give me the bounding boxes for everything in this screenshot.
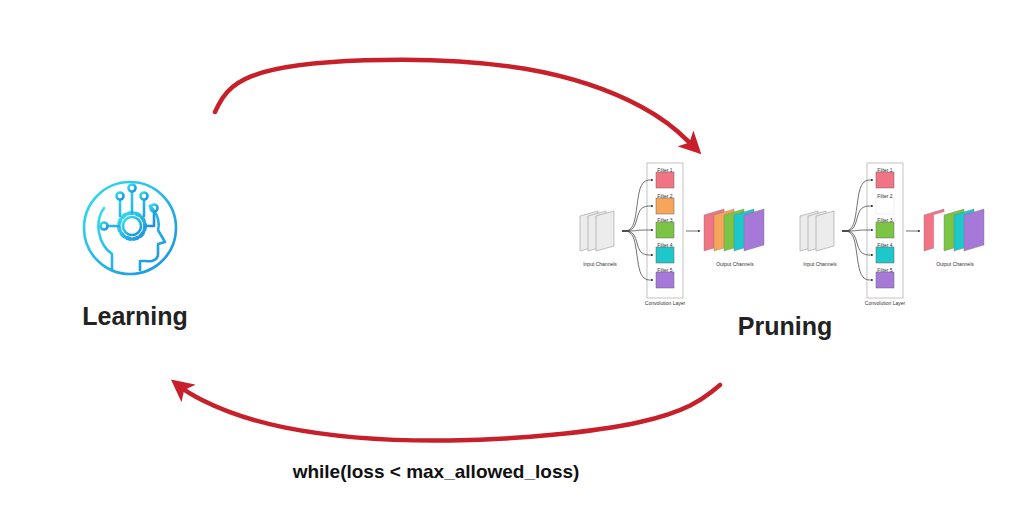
figure-label: Filter 2 [877, 194, 892, 199]
figure-label: Filter 1 [877, 168, 892, 173]
cycle-arrow [215, 60, 695, 148]
figure-label: Output Channels [936, 262, 974, 267]
learning-icon [84, 182, 176, 274]
figure-label: Filter 3 [657, 218, 672, 223]
figure-label: Filter 4 [657, 243, 672, 248]
convolution-layer [580, 163, 764, 298]
figure-label: Convolution Layer [865, 301, 905, 306]
convolution-figure [580, 163, 984, 298]
loop-condition: while(loss < max_allowed_loss) [290, 461, 583, 483]
figure-label: Input Channels [583, 262, 617, 267]
figure-label: Input Channels [803, 262, 837, 267]
cycle-arrow [178, 385, 720, 441]
step-label: Learning [55, 302, 215, 331]
figure-label: Filter 4 [877, 243, 892, 248]
step-node: Learning [55, 110, 215, 385]
figure-label: Filter 5 [657, 268, 672, 273]
figure-label: Filter 2 [657, 194, 672, 199]
figure-label: Filter 5 [877, 268, 892, 273]
step-label: Pruning [575, 312, 995, 341]
convolution-layer [800, 163, 984, 298]
figure-label: Filter 1 [657, 168, 672, 173]
figure-label: Convolution Layer [645, 301, 685, 306]
step-node: Pruning [575, 150, 995, 385]
figure-label: Filter 3 [877, 218, 892, 223]
figure-label: Output Channels [716, 262, 754, 267]
